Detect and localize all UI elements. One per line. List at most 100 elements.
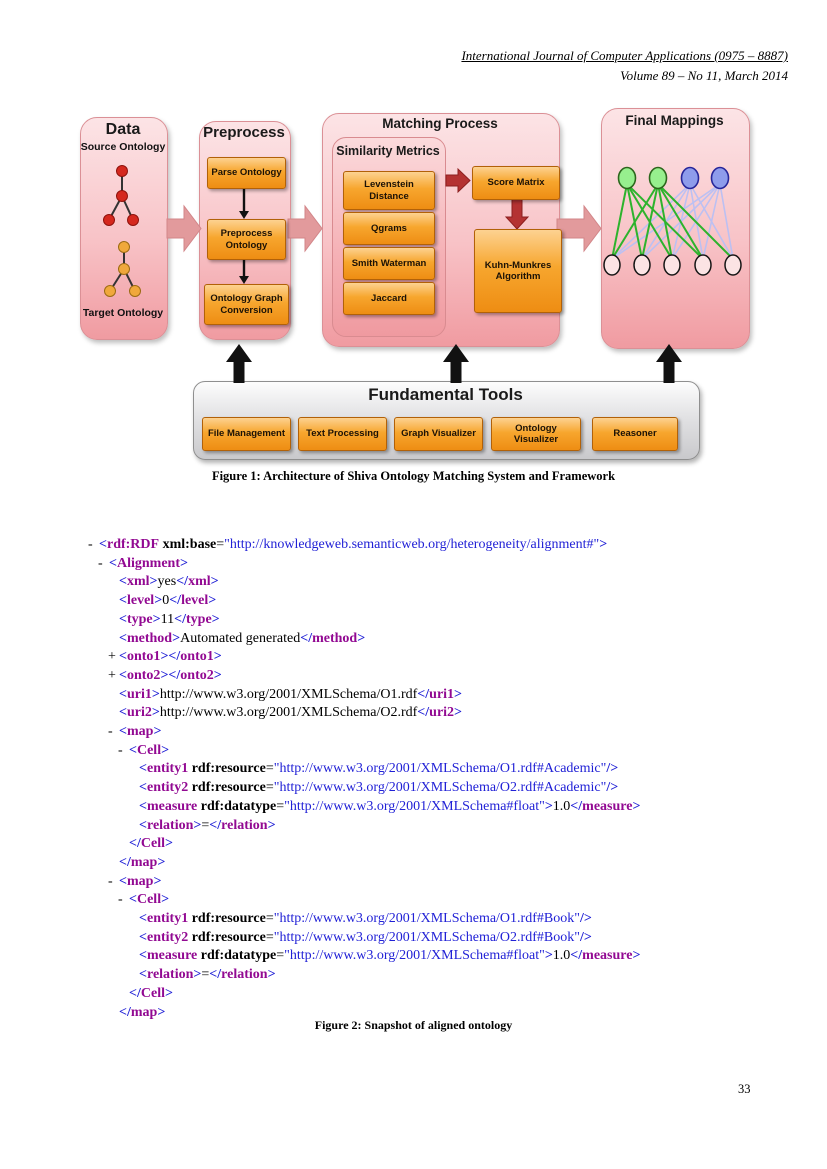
- xml-token: >: [357, 630, 366, 646]
- xml-token: measure: [146, 798, 198, 814]
- xml-token: <: [139, 929, 147, 945]
- final-mappings-title: Final Mappings: [625, 113, 724, 128]
- xml-code-line: <level>0</level>: [88, 592, 640, 611]
- xml-token: <: [139, 948, 147, 964]
- xml-collapse-marker[interactable]: +: [108, 667, 116, 683]
- xml-code-line: <entity1 rdf:resource="http://www.w3.org…: [88, 760, 640, 779]
- xml-collapse-marker[interactable]: -: [108, 873, 113, 889]
- xml-code-line: <xml>yes</xml>: [88, 573, 640, 592]
- xml-token: "http://www.w3.org/2001/XMLSchema/O2.rdf…: [273, 780, 607, 796]
- xml-token: <: [119, 686, 127, 702]
- xml-token: >: [153, 873, 162, 889]
- xml-token: </: [417, 705, 430, 721]
- figure1-caption: Figure 1: Architecture of Shiva Ontology…: [211, 469, 616, 483]
- xml-token: <: [119, 630, 127, 646]
- page-number: 33: [738, 1082, 751, 1096]
- journal-volume-line: Volume 89 – No 11, March 2014: [620, 68, 788, 83]
- xml-token: type: [186, 611, 212, 627]
- xml-collapse-marker[interactable]: -: [108, 724, 113, 740]
- xml-token: "http://knowledgeweb.semanticweb.org/het…: [224, 537, 600, 552]
- xml-token: =: [265, 761, 274, 777]
- xml-token: "http://www.w3.org/2001/XMLSchema/O2.rdf…: [273, 929, 580, 945]
- xml-token: <: [119, 667, 127, 683]
- xml-token: </: [300, 630, 313, 646]
- xml-token: 1.0: [552, 798, 571, 814]
- figure1-graphics: [103, 165, 742, 383]
- xml-token: http://www.w3.org/2001/XMLSchema/O2.rdf: [159, 705, 418, 721]
- xml-collapse-marker[interactable]: +: [108, 649, 116, 665]
- xml-token: 1.0: [552, 948, 571, 964]
- journal-title: International Journal of Computer Applic…: [461, 48, 788, 63]
- flow-arrow-icon: [287, 204, 323, 253]
- xml-token: =: [276, 798, 285, 814]
- xml-token: </: [174, 611, 186, 627]
- xml-token: </: [129, 985, 141, 1001]
- xml-token: >: [599, 537, 608, 552]
- xml-token: level: [181, 593, 209, 609]
- qgrams-box: Qgrams: [343, 212, 435, 245]
- xml-collapse-marker[interactable]: -: [118, 892, 123, 908]
- preprocess-ontology-box: Preprocess Ontology: [207, 219, 286, 260]
- xml-token: measure: [146, 948, 198, 964]
- xml-token: <: [129, 892, 137, 908]
- xml-token: >: [157, 1004, 166, 1020]
- xml-token: Automated generated: [180, 630, 301, 646]
- xml-token: ></: [160, 667, 181, 683]
- xml-token: >: [179, 555, 188, 571]
- xml-token: />: [606, 761, 619, 777]
- xml-token: <: [109, 555, 117, 571]
- xml-code-line: +<onto1></onto1>: [88, 648, 640, 667]
- xml-collapse-marker[interactable]: -: [118, 742, 123, 758]
- xml-token: </: [119, 1004, 131, 1020]
- xml-token: >: [153, 724, 162, 740]
- xml-token: <: [129, 742, 137, 758]
- xml-collapse-marker[interactable]: -: [98, 555, 103, 571]
- xml-code-line: -<map>: [88, 873, 640, 892]
- xml-token: xml: [188, 574, 211, 590]
- xml-token: 0: [162, 593, 170, 609]
- xml-code-line: <relation>=</relation>: [88, 817, 640, 836]
- xml-token: >: [208, 593, 217, 609]
- xml-token: relation: [146, 967, 194, 983]
- xml-token: <: [139, 798, 147, 814]
- fundamental-tools-title: Fundamental Tools: [368, 385, 523, 404]
- xml-code-line: <measure rdf:datatype="http://www.w3.org…: [88, 947, 640, 966]
- xml-token: =: [265, 780, 274, 796]
- xml-token: xml:base: [162, 537, 217, 552]
- levenstein-distance-box: Levenstein Distance: [343, 171, 435, 210]
- xml-code-line: <type>11</type>: [88, 611, 640, 630]
- xml-token: uri1: [126, 686, 152, 702]
- xml-token: =: [201, 817, 210, 833]
- xml-token: =: [216, 537, 225, 552]
- xml-token: >: [164, 836, 173, 852]
- smith-waterman-box: Smith Waterman: [343, 247, 435, 280]
- xml-code-line: -<map>: [88, 723, 640, 742]
- xml-code-line: <measure rdf:datatype="http://www.w3.org…: [88, 798, 640, 817]
- xml-token: </: [209, 967, 222, 983]
- xml-token: yes: [157, 574, 177, 590]
- data-panel: [80, 117, 168, 340]
- xml-token: >: [151, 705, 160, 721]
- up-arrow-icon: [226, 344, 252, 383]
- xml-token: uri2: [126, 705, 152, 721]
- xml-token: >: [161, 892, 170, 908]
- xml-token: onto2: [180, 667, 214, 683]
- mapping-graph: [603, 166, 742, 276]
- xml-token: Alignment: [116, 555, 180, 571]
- flow-arrow-icon: [556, 204, 602, 253]
- xml-code-line: </Cell>: [88, 835, 640, 854]
- xml-token: />: [579, 929, 592, 945]
- xml-token: entity2: [146, 929, 189, 945]
- xml-token: relation: [221, 967, 268, 983]
- xml-token: xml: [126, 574, 150, 590]
- xml-token: >: [210, 574, 219, 590]
- xml-collapse-marker[interactable]: -: [88, 537, 93, 552]
- xml-token: </: [176, 574, 189, 590]
- data-panel-title: Data: [105, 121, 141, 138]
- xml-token: rdf:RDF: [106, 537, 160, 552]
- xml-token: rdf:datatype: [200, 798, 277, 814]
- xml-token: >: [632, 948, 641, 964]
- file-management-box: File Management: [202, 417, 291, 451]
- score-matrix-box: Score Matrix: [472, 166, 560, 200]
